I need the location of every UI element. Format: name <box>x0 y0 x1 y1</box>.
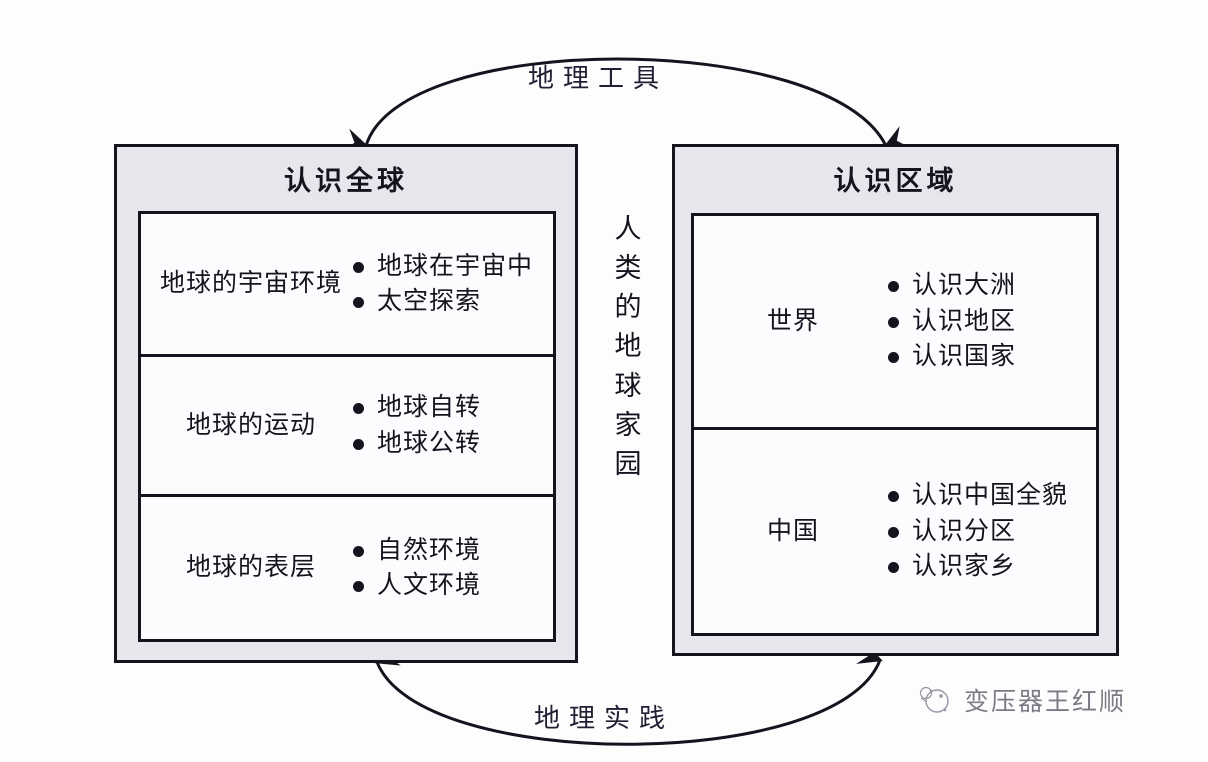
row-label: 地球的表层 <box>185 554 316 582</box>
table-row: 地球的表层 自然环境 人文环境 <box>141 494 553 639</box>
center-caption-char: 园 <box>614 448 642 479</box>
row-label: 世界 <box>766 307 819 335</box>
center-vertical-caption: 人 类 的 地 球 家 园 <box>605 210 651 484</box>
center-caption-char: 人 <box>614 214 642 244</box>
table-row: 地球的宇宙环境 地球在宇宙中 太空探索 <box>141 214 553 354</box>
list-item: 地球自转 <box>351 390 553 426</box>
list-item: 认识家乡 <box>886 549 1096 585</box>
row-label: 中国 <box>766 517 819 545</box>
bottom-arc-label: 地理实践 <box>534 704 675 733</box>
row-bullets: 认识大洲 认识地区 认识国家 <box>886 268 1096 375</box>
center-caption-char: 家 <box>614 409 642 440</box>
top-arc-label: 地理工具 <box>528 64 669 93</box>
row-label: 地球的宇宙环境 <box>159 270 342 298</box>
list-item: 地球在宇宙中 <box>351 249 553 285</box>
row-bullets: 地球在宇宙中 太空探索 <box>351 249 553 320</box>
row-bullets: 认识中国全貌 认识分区 认识家乡 <box>886 478 1096 585</box>
row-label: 地球的运动 <box>185 411 316 439</box>
circle-logo-icon <box>919 686 949 713</box>
panel-left-global: 认识全球 地球的宇宙环境 地球在宇宙中 太空探索 地球的运动 地球自转 地球公转… <box>114 144 578 663</box>
left-panel-title: 认识全球 <box>284 166 408 196</box>
list-item: 人文环境 <box>351 568 553 604</box>
center-caption-char: 类 <box>614 253 642 284</box>
right-panel-title: 认识区域 <box>833 166 958 196</box>
right-panel-table: 世界 认识大洲 认识地区 认识国家 中国 认识中国全貌 认识分区 认识家乡 <box>691 213 1099 636</box>
list-item: 太空探索 <box>351 284 553 320</box>
watermark-text: 变压器王红顺 <box>964 689 1127 716</box>
list-item: 地球公转 <box>351 426 553 462</box>
row-bullets: 地球自转 地球公转 <box>351 390 553 461</box>
center-caption-char: 球 <box>614 370 642 401</box>
table-row: 地球的运动 地球自转 地球公转 <box>141 354 553 494</box>
row-bullets: 自然环境 人文环境 <box>351 533 553 604</box>
left-panel-table: 地球的宇宙环境 地球在宇宙中 太空探索 地球的运动 地球自转 地球公转 地球的表… <box>138 211 556 642</box>
list-item: 认识大洲 <box>886 268 1096 304</box>
watermark: 变压器王红顺 <box>918 682 1126 718</box>
table-row: 中国 认识中国全貌 认识分区 认识家乡 <box>694 427 1096 633</box>
list-item: 认识地区 <box>886 304 1096 340</box>
list-item: 自然环境 <box>351 533 553 569</box>
list-item: 认识分区 <box>886 514 1096 550</box>
center-caption-char: 地 <box>614 331 642 362</box>
table-row: 世界 认识大洲 认识地区 认识国家 <box>694 216 1096 427</box>
list-item: 认识中国全貌 <box>886 478 1096 514</box>
center-caption-char: 的 <box>614 292 642 323</box>
panel-right-region: 认识区域 世界 认识大洲 认识地区 认识国家 中国 认识中国全貌 认识分区 认识… <box>672 144 1119 656</box>
list-item: 认识国家 <box>886 339 1096 375</box>
